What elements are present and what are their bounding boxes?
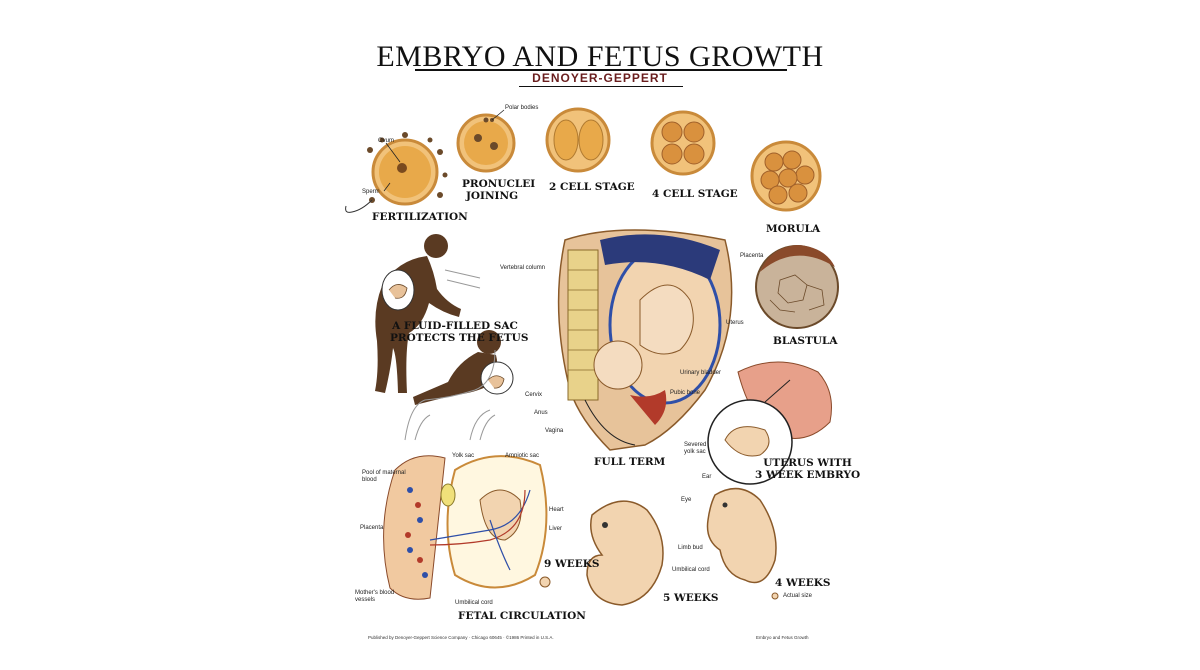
fetal-circulation-illustration	[383, 455, 548, 600]
footer-left: Published by Denoyer-Geppert Science Com…	[368, 635, 554, 640]
blastula-illustration	[755, 245, 839, 329]
four-cell-illustration	[650, 110, 716, 176]
callout-pool-maternal-blood: Pool of maternal blood	[362, 470, 406, 484]
callout-ovum: Ovum	[378, 138, 395, 144]
label-nine-weeks: 9 WEEKS	[544, 558, 600, 570]
label-blastula: BLASTULA	[773, 335, 838, 347]
callout-severed-yolk-sac-line1: Severed	[684, 442, 707, 448]
publisher-underline	[519, 86, 683, 87]
callout-liver: Liver	[549, 526, 563, 532]
two-cell-illustration	[545, 107, 611, 173]
label-four-cell: 4 CELL STAGE	[652, 188, 738, 200]
woman-silhouette-seated	[413, 330, 501, 405]
label-fetal-circulation: FETAL CIRCULATION	[458, 610, 586, 622]
poster-title: EMBRYO AND FETUS GROWTH	[376, 40, 824, 73]
callout-sperm: Sperm	[362, 189, 380, 195]
callout-pool-maternal-blood-line1: Pool of maternal	[362, 470, 406, 476]
callout-placenta: Placenta	[360, 525, 384, 531]
callout-ear: Ear	[702, 474, 712, 480]
pronuclei-illustration	[456, 109, 516, 173]
label-pronuclei: PRONUCLEI JOINING	[462, 178, 536, 202]
label-pronuclei-line1: PRONUCLEI	[462, 178, 536, 190]
callout-heart: Heart	[549, 507, 564, 513]
label-five-weeks: 5 WEEKS	[663, 592, 719, 604]
callout-vagina: Vagina	[545, 428, 564, 434]
morula-illustration	[750, 140, 822, 212]
callout-placenta-top: Placenta	[740, 253, 764, 259]
callout-vertebral-column: Vertebral column	[500, 265, 546, 271]
callout-mothers-blood-vessels-line1: Mother's blood	[355, 590, 395, 596]
label-morula: MORULA	[766, 223, 821, 235]
callout-eye: Eye	[681, 497, 692, 503]
callout-severed-yolk-sac-line2: yolk sac	[684, 449, 706, 455]
callout-pool-maternal-blood-line2: blood	[362, 477, 377, 483]
label-uterus-embryo-line2: 3 WEEK EMBRYO	[755, 469, 861, 481]
footer-right: Embryo and Fetus Growth	[756, 635, 809, 640]
callout-uterus: Uterus	[726, 320, 744, 326]
uterus-embryo-illustration	[707, 361, 832, 485]
label-fluid-sac-line1: A FLUID-FILLED SAC	[392, 320, 518, 332]
title-underline	[415, 69, 787, 71]
callout-polar-bodies: Polar bodies	[505, 105, 539, 111]
full-term-cross-section-illustration	[557, 229, 733, 451]
callout-pubic-bone: Pubic bone	[670, 390, 701, 396]
nine-week-actual-size-illustration	[539, 576, 551, 588]
label-four-weeks: 4 WEEKS	[775, 577, 831, 589]
callout-amniotic-sac: Amniotic sac	[505, 453, 540, 459]
callout-anus: Anus	[534, 410, 548, 416]
callout-severed-yolk-sac: Severed yolk sac	[684, 442, 706, 456]
label-fluid-sac: A FLUID-FILLED SAC PROTECTS THE FETUS	[390, 320, 529, 344]
callout-yolk-sac: Yolk sac	[452, 453, 475, 459]
label-uterus-embryo-line1: UTERUS WITH	[763, 457, 852, 469]
label-uterus-embryo: UTERUS WITH 3 WEEK EMBRYO	[755, 457, 860, 481]
callout-cervix: Cervix	[525, 392, 543, 398]
label-fluid-sac-line2: PROTECTS THE FETUS	[390, 332, 529, 344]
callout-actual-size: Actual size	[783, 593, 813, 599]
label-full-term: FULL TERM	[594, 456, 666, 468]
callout-mothers-blood-vessels: Mother's blood vessels	[355, 590, 394, 604]
fertilization-ovum-illustration	[345, 132, 448, 213]
label-pronuclei-line2: JOINING	[465, 190, 519, 202]
woman-silhouette-standing	[375, 234, 461, 393]
callout-mothers-blood-vessels-line2: vessels	[355, 597, 376, 603]
callout-umbilical-cord-right: Umbilical cord	[672, 567, 710, 573]
callout-umbilical-cord-left: Umbilical cord	[455, 600, 493, 606]
label-fertilization: FERTILIZATION	[372, 211, 468, 223]
publisher-name: DENOYER-GEPPERT	[532, 71, 668, 85]
callout-urinary-bladder: Urinary bladder	[680, 370, 722, 376]
five-week-embryo-illustration	[586, 500, 664, 606]
four-week-embryo-illustration	[706, 487, 779, 600]
callout-limb-bud: Limb bud	[678, 545, 703, 551]
label-two-cell: 2 CELL STAGE	[549, 181, 635, 193]
